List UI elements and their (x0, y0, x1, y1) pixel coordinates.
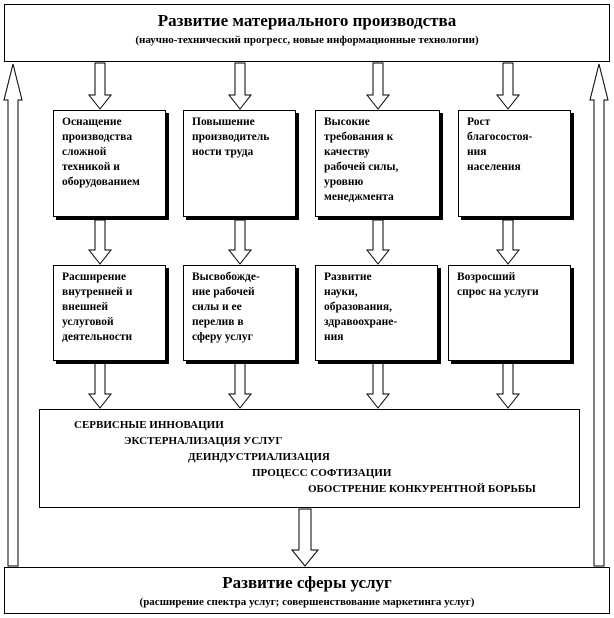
row1-box-welfare-growth-text: Рост благосостоя- ния населения (467, 116, 533, 173)
row2-box-labor-release-text: Высвобожде- ние рабочей силы и ее перели… (192, 271, 260, 343)
row2-box-science-education-health-text: Развитие науки, образования, здравоохран… (324, 271, 398, 343)
arrow-top-to-row1-2 (227, 62, 253, 110)
arrow-top-to-row1-3 (365, 62, 391, 110)
row2-box-labor-release: Высвобожде- ние рабочей силы и ее перели… (183, 265, 296, 361)
arrow-row2-to-center-2 (227, 362, 253, 409)
center-box-trends: СЕРВИСНЫЕ ИННОВАЦИИ ЭКСТЕРНАЛИЗАЦИЯ УСЛУ… (39, 409, 580, 508)
arrow-row1-to-row2-2 (227, 219, 253, 265)
row2-box-service-expansion: Расширение внутренней и внешней услугово… (53, 265, 166, 361)
bottom-box-services-development: Развитие сферы услуг (расширение спектра… (4, 567, 610, 614)
arrow-top-to-row1-1 (87, 62, 113, 110)
arrow-center-to-bottom (290, 508, 320, 567)
row1-box-productivity: Повышение производитель ности труда (183, 110, 296, 217)
arrow-row1-to-row2-4 (495, 219, 521, 265)
row1-box-welfare-growth: Рост благосостоя- ния населения (458, 110, 571, 217)
center-line-deindustrialization: ДЕИНДУСТРИАЛИЗАЦИЯ (188, 451, 330, 463)
arrow-row1-to-row2-3 (365, 219, 391, 265)
row2-box-service-demand-text: Возросший спрос на услуги (457, 271, 539, 298)
arrow-bottom-to-top-left (3, 63, 23, 567)
arrow-top-to-row1-4 (495, 62, 521, 110)
row1-box-workforce-requirements: Высокие требования к качеству рабочей си… (315, 110, 440, 217)
top-box-title: Развитие материального производства (157, 11, 457, 30)
top-box-subtitle: (научно-технический прогресс, новые инфо… (135, 34, 479, 46)
row1-box-productivity-text: Повышение производитель ности труда (192, 116, 270, 158)
arrow-row2-to-center-3 (365, 362, 391, 409)
row2-box-service-expansion-text: Расширение внутренней и внешней услугово… (62, 271, 133, 343)
arrow-row1-to-row2-1 (87, 219, 113, 265)
row2-box-service-demand: Возросший спрос на услуги (448, 265, 571, 361)
row1-box-equipment: Оснащение производства сложной техникой … (53, 110, 166, 217)
center-line-competition: ОБОСТРЕНИЕ КОНКУРЕНТНОЙ БОРЬБЫ (308, 483, 536, 495)
center-line-service-innovations: СЕРВИСНЫЕ ИННОВАЦИИ (74, 419, 224, 431)
arrow-row2-to-center-4 (495, 362, 521, 409)
top-box-material-production: Развитие материального производства (нау… (4, 4, 610, 62)
bottom-box-subtitle: (расширение спектра услуг; совершенствов… (139, 596, 475, 608)
row1-box-equipment-text: Оснащение производства сложной техникой … (62, 116, 140, 188)
arrow-bottom-to-top-right (589, 63, 609, 567)
center-line-softization: ПРОЦЕСС СОФТИЗАЦИИ (252, 467, 392, 479)
row2-box-science-education-health: Развитие науки, образования, здравоохран… (315, 265, 438, 361)
center-line-externalization: ЭКСТЕРНАЛИЗАЦИЯ УСЛУГ (124, 435, 283, 447)
row1-box-workforce-requirements-text: Высокие требования к качеству рабочей си… (324, 116, 399, 203)
arrow-row2-to-center-1 (87, 362, 113, 409)
bottom-box-title: Развитие сферы услуг (222, 573, 392, 592)
